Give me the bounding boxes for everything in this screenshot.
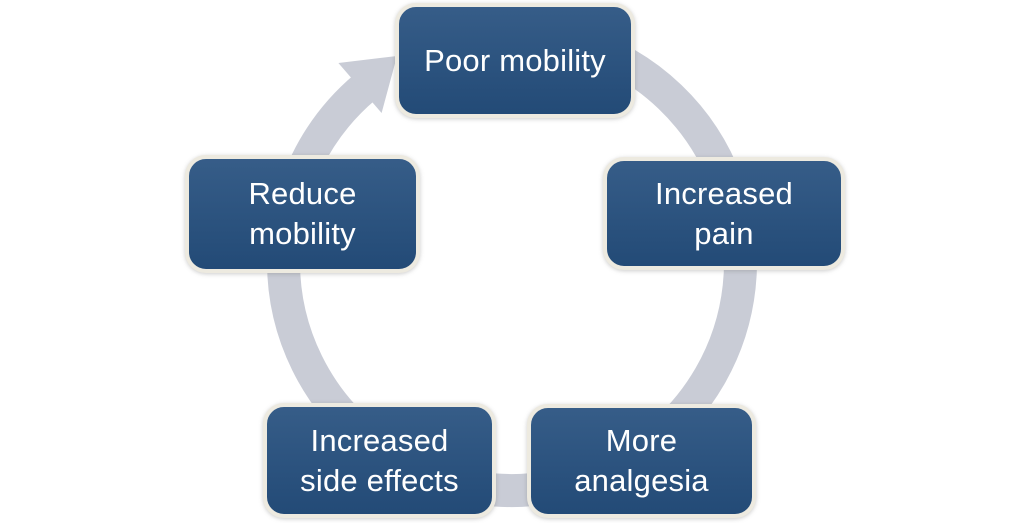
node-more-analgesia: More analgesia <box>527 404 756 518</box>
cycle-arrowhead-icon <box>338 56 397 113</box>
node-reduce-mobility: Reduce mobility <box>185 155 420 273</box>
node-label-increased-side-effects: Increased side effects <box>300 422 459 498</box>
node-label-increased-pain: Increased pain <box>655 175 793 251</box>
node-increased-pain: Increased pain <box>603 157 845 270</box>
node-label-poor-mobility: Poor mobility <box>424 42 606 78</box>
node-label-reduce-mobility: Reduce mobility <box>248 176 357 251</box>
node-poor-mobility: Poor mobility <box>395 3 635 118</box>
node-increased-side-effects: Increased side effects <box>263 403 496 518</box>
node-label-more-analgesia: More analgesia <box>574 423 709 498</box>
